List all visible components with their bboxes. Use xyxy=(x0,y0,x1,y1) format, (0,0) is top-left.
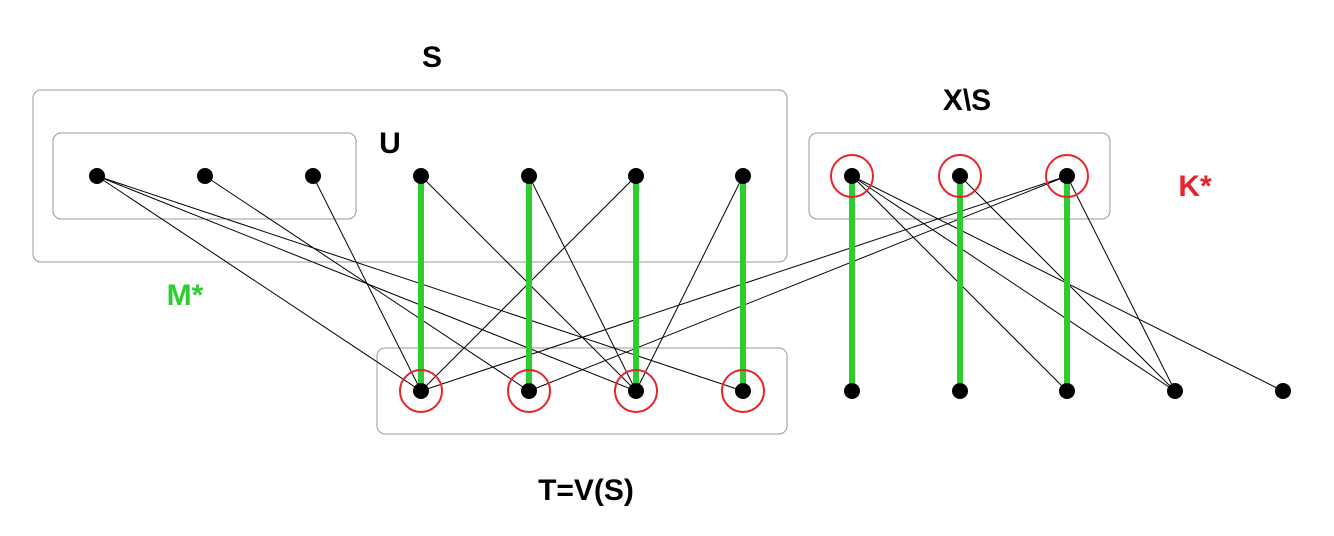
cover-ring-x9 xyxy=(938,154,982,198)
vertex-x6 xyxy=(628,168,644,184)
vertex-x2 xyxy=(197,168,213,184)
vertex-x9 xyxy=(952,168,968,184)
vertex-y2 xyxy=(521,383,537,399)
label-M-star: M* xyxy=(167,279,204,312)
vertex-cover-rings xyxy=(399,154,1089,413)
edge-x1-y1 xyxy=(96,175,422,392)
edge-x10-y2 xyxy=(528,175,1068,392)
vertex-x7 xyxy=(735,168,751,184)
set-S-box xyxy=(32,89,788,263)
vertex-y1 xyxy=(413,383,429,399)
matching-edges xyxy=(418,176,1070,391)
label-K-star: K* xyxy=(1178,170,1212,203)
vertex-x1 xyxy=(89,168,105,184)
graph-edges xyxy=(96,175,1284,392)
edge-x3-y1 xyxy=(312,175,422,392)
vertex-x3 xyxy=(305,168,321,184)
cover-ring-y3 xyxy=(614,369,658,413)
vertex-x5 xyxy=(521,168,537,184)
label-T: T=V(S) xyxy=(538,474,634,507)
vertex-y4 xyxy=(735,383,751,399)
set-T-box xyxy=(376,347,788,435)
cover-ring-x8 xyxy=(830,154,874,198)
vertex-x10 xyxy=(1059,168,1075,184)
vertex-y8 xyxy=(1167,383,1183,399)
vertex-y9 xyxy=(1275,383,1291,399)
edge-x10-y8 xyxy=(1066,175,1176,392)
graph-vertices xyxy=(89,168,1291,399)
vertex-y6 xyxy=(952,383,968,399)
cover-ring-y4 xyxy=(721,369,765,413)
vertex-y3 xyxy=(628,383,644,399)
cover-ring-y1 xyxy=(399,369,443,413)
label-S: S xyxy=(422,41,442,74)
edge-x8-y8 xyxy=(851,175,1176,392)
vertex-y7 xyxy=(1059,383,1075,399)
label-X-minus-S: X\S xyxy=(943,84,991,117)
edge-x7-y3 xyxy=(635,175,744,392)
vertex-x4 xyxy=(413,168,429,184)
label-U: U xyxy=(379,127,401,160)
vertex-y5 xyxy=(844,383,860,399)
cover-ring-y2 xyxy=(507,369,551,413)
cover-ring-x10 xyxy=(1045,154,1089,198)
vertex-x8 xyxy=(844,168,860,184)
edge-x5-y3 xyxy=(528,175,637,392)
